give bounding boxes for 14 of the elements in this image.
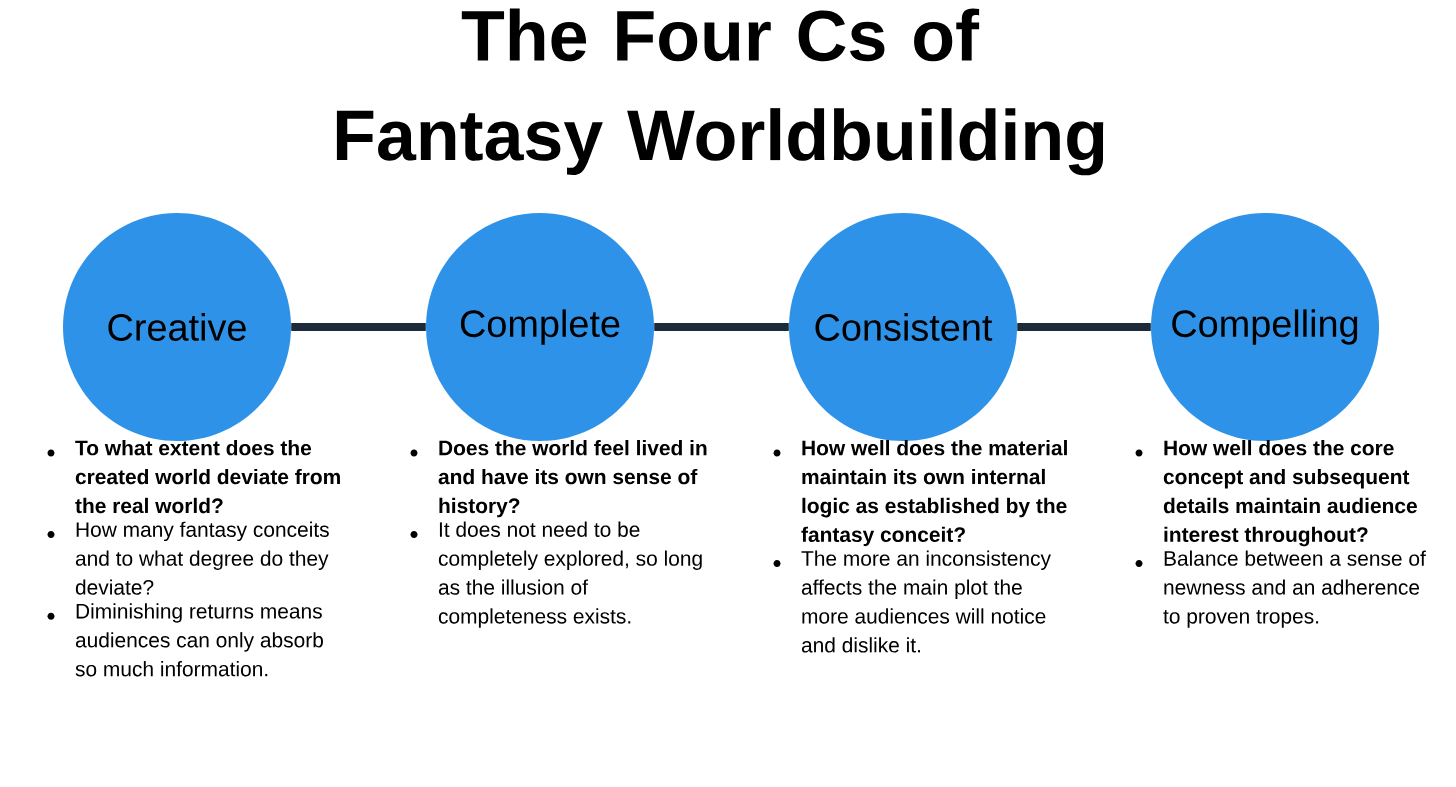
bullet-item: How well does the material maintain its own internal logic as established by the fantasy conceit? xyxy=(773,440,1067,547)
circle-node: Creative xyxy=(63,213,291,441)
bullet-item: Diminishing returns means audiences can only absorb so much information. xyxy=(47,603,323,677)
bullet-item: How well does the core concept and subsequent details maintain audience interest throughout? xyxy=(1135,440,1417,547)
bullet-item: Balance between a sense of newness and an adherence to proven tropes. xyxy=(1135,550,1426,628)
bullet-item: Does the world feel lived in and have its own sense of history? xyxy=(410,440,707,518)
circle-node: Consistent xyxy=(789,213,1017,441)
bullet-item: How many fantasy conceits and to what degree do they deviate? xyxy=(47,521,329,595)
bullet-item: It does not need to be completely explored, so long as the illusion of completeness exists. xyxy=(410,521,702,628)
bullet-item: To what extent does the created world deviate from the real world? xyxy=(47,440,340,514)
bullet-item: The more an inconsistency affects the main plot the more audiences will notice and dislike it. xyxy=(773,550,1051,653)
circle-node: Complete xyxy=(426,213,654,441)
circle-node: Compelling xyxy=(1151,213,1379,441)
title: The Four Cs of Fantasy Worldbuilding xyxy=(336,8,1104,176)
